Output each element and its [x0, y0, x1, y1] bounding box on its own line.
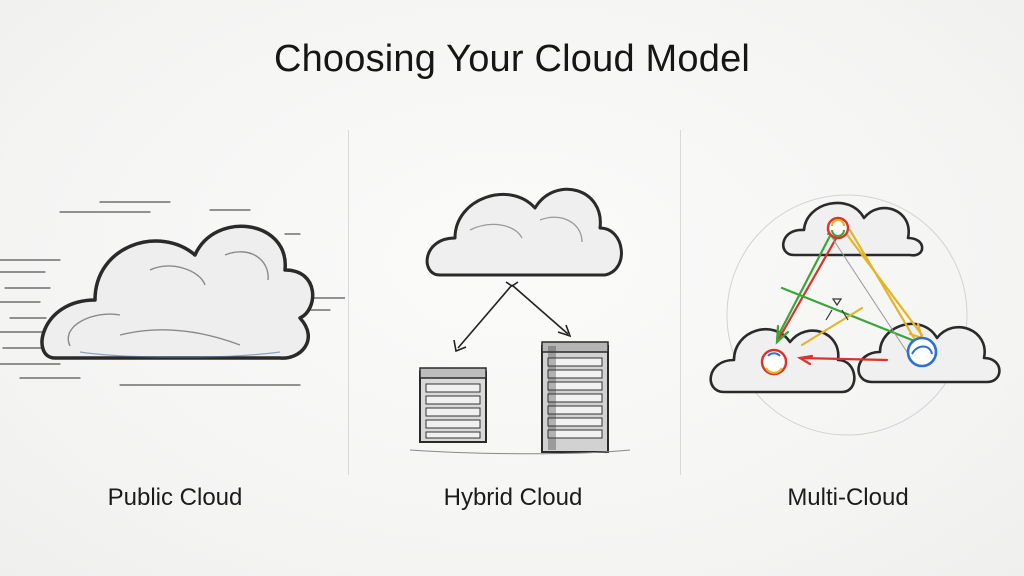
connection-arrows: [453, 281, 572, 353]
provider-logo-icon: [906, 336, 938, 368]
cloud-icon: [781, 201, 924, 257]
hybrid-cloud-illustration: [409, 187, 631, 455]
public-cloud-label: Public Cloud: [107, 484, 243, 511]
provider-logo-icon: [760, 348, 788, 376]
hybrid-cloud-label: Hybrid Cloud: [443, 484, 583, 511]
server-rack-icon: [541, 341, 609, 453]
public-cloud-panel: [0, 120, 345, 480]
multi-cloud-label: Multi-Cloud: [787, 484, 909, 511]
multi-cloud-panel: [682, 120, 1024, 480]
provider-logo-icon: [826, 216, 850, 240]
panel-divider: [680, 130, 681, 475]
public-cloud-illustration: [0, 201, 345, 386]
connection-arrows: [775, 220, 924, 366]
cloud-icon: [40, 224, 315, 360]
panel-divider: [348, 130, 349, 475]
server-rack-icon: [419, 367, 487, 443]
cloud-icon: [425, 187, 623, 277]
page-title: Choosing Your Cloud Model: [273, 38, 751, 80]
hybrid-cloud-panel: [350, 120, 678, 480]
multi-cloud-illustration: [709, 194, 1001, 436]
